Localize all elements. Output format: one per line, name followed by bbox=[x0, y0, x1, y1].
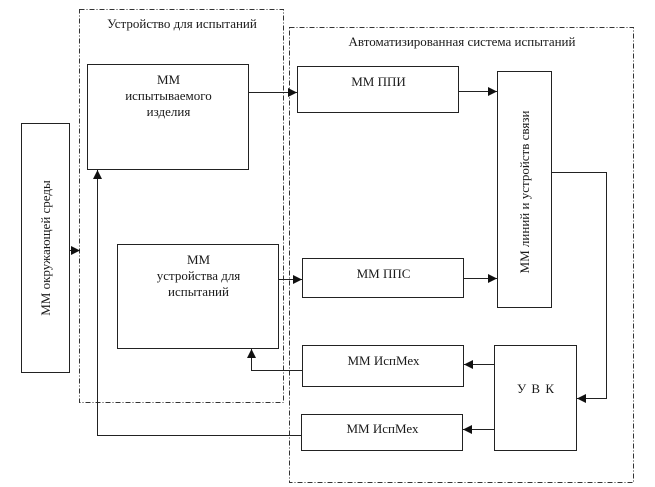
test-device-model-line1: ММ bbox=[186, 252, 211, 267]
tested-item-label: ММ испытываемого изделия bbox=[88, 72, 249, 120]
test-device-model-line3: испытаний bbox=[168, 284, 229, 299]
group-test-device-title: Устройство для испытаний bbox=[107, 16, 257, 31]
group-automated-system-title: Автоматизированная система испытаний bbox=[348, 34, 576, 49]
group-automated-system-boundary bbox=[289, 27, 634, 483]
block-pps[interactable] bbox=[302, 258, 464, 298]
group-test-device-boundary bbox=[79, 9, 284, 403]
test-device-model-line2: устройства для bbox=[156, 268, 241, 283]
uvk-label: У В К bbox=[516, 381, 556, 396]
block-ispmeh-1[interactable] bbox=[302, 345, 464, 387]
arrow-comm-lines-to-uvk bbox=[551, 172, 607, 403]
ppi-label: ММ ППИ bbox=[351, 74, 406, 89]
arrow-ispmeh-2-to-tested-item bbox=[93, 170, 302, 436]
ispmeh-1-label: ММ ИспМех bbox=[347, 353, 420, 368]
block-uvk[interactable] bbox=[494, 345, 577, 451]
block-ispmeh-2[interactable] bbox=[301, 414, 463, 451]
ispmeh-2-label: ММ ИспМех bbox=[346, 421, 419, 436]
tested-item-line1: ММ bbox=[156, 72, 181, 87]
test-device-model-label: ММ устройства для испытаний bbox=[118, 252, 279, 300]
block-test-device-model[interactable] bbox=[117, 244, 279, 349]
block-tested-item[interactable] bbox=[87, 64, 249, 170]
arrow-ispmeh-1-to-test-device-model bbox=[247, 349, 303, 371]
comm-lines-label: ММ линий и устройств связи bbox=[517, 110, 532, 274]
tested-item-line3: изделия bbox=[146, 104, 191, 119]
block-comm-lines[interactable] bbox=[497, 71, 552, 308]
block-ppi[interactable] bbox=[297, 66, 459, 113]
tested-item-line2: испытываемого bbox=[125, 88, 212, 103]
pps-label: ММ ППС bbox=[356, 266, 411, 281]
environment-label: ММ окружающей среды bbox=[38, 180, 53, 316]
block-environment[interactable] bbox=[21, 123, 70, 373]
